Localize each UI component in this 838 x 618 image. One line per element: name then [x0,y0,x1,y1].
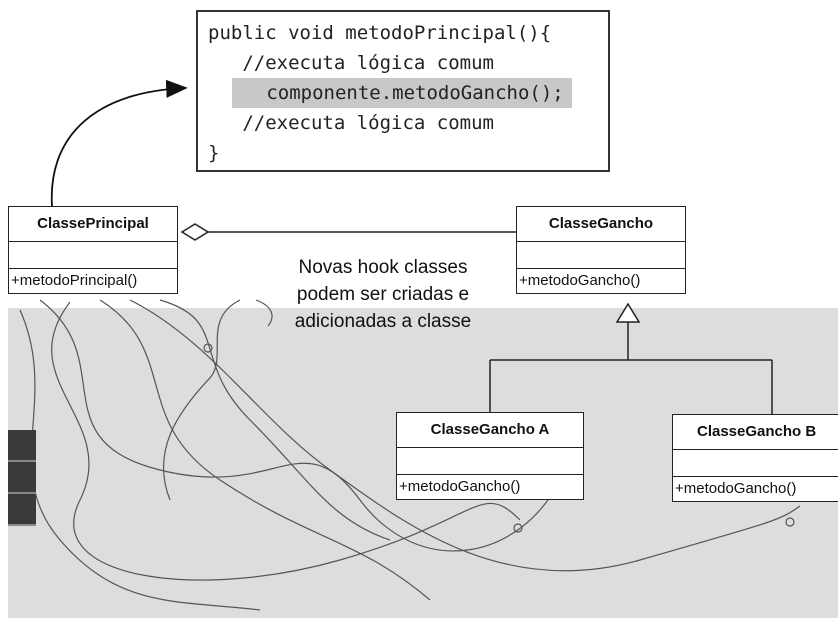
note-line: adicionadas a classe [294,311,472,332]
class-attributes [397,448,583,475]
call-arrow [50,79,188,207]
class-attributes [9,242,177,269]
code-line: public void metodoPrincipal(){ [208,22,552,44]
aggregation-diamond [180,223,210,241]
side-strip [8,430,36,526]
code-box: public void metodoPrincipal(){ //executa… [196,10,610,172]
class-name: ClasseGancho B [673,415,838,450]
note-line: Novas hook classes [298,257,468,278]
class-name: ClasseGancho [517,207,685,242]
code-line: //executa lógica comum [208,52,494,74]
class-method: +metodoPrincipal() [11,272,138,289]
class-box-gancho-b: ClasseGancho B +metodoGancho() [672,414,838,502]
class-name: ClasseGancho A [397,413,583,448]
note-text: Novas hook classes podem ser criadas e a… [258,254,508,335]
inheritance-triangle [615,302,641,323]
class-method: +metodoGancho() [519,272,641,289]
class-method: +metodoGancho() [675,480,797,497]
class-box-gancho: ClasseGancho +metodoGancho() [516,206,686,294]
code-line: } [208,142,220,164]
class-attributes [673,450,838,477]
code-line-highlighted: componente.metodoGancho(); [232,78,572,108]
class-box-gancho-a: ClasseGancho A +metodoGancho() [396,412,584,500]
fishing-lines [19,299,801,611]
class-box-principal: ClassePrincipal +metodoPrincipal() [8,206,178,294]
class-method: +metodoGancho() [399,478,521,495]
class-name: ClassePrincipal [9,207,177,242]
class-attributes [517,242,685,269]
code-line: //executa lógica comum [208,112,494,134]
note-line: podem ser criadas e [296,284,470,305]
